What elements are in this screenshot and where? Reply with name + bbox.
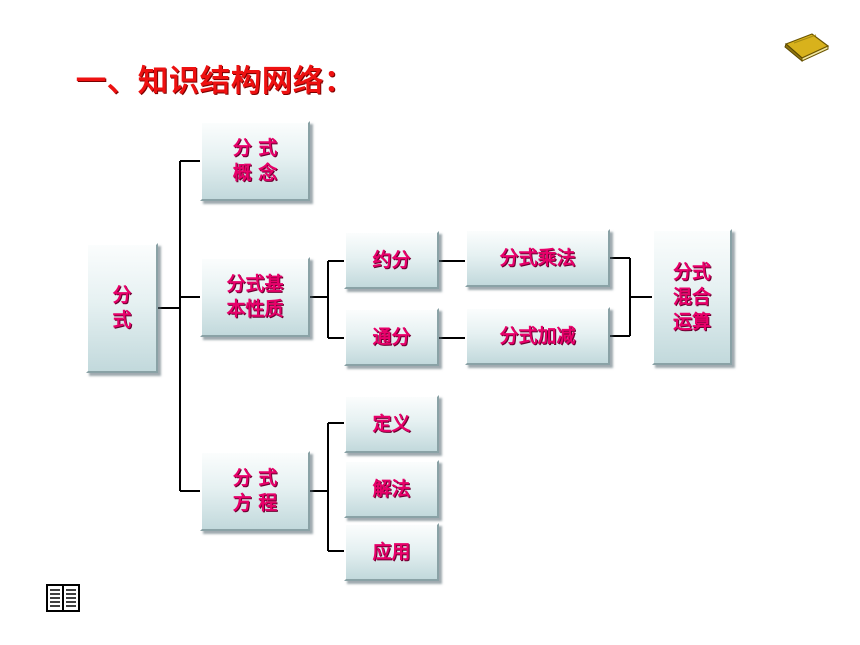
node-application: 应用 — [344, 523, 439, 581]
node-reduce: 约分 — [344, 231, 439, 289]
node-fraction-equation: 分 式 方 程 — [200, 451, 310, 531]
node-fenshi: 分 式 — [86, 243, 158, 373]
node-fraction-multiplication: 分式乘法 — [465, 229, 610, 287]
node-fraction-concept: 分 式 概 念 — [200, 121, 310, 201]
page-title: 一、知识结构网络： — [76, 64, 355, 99]
open-book-icon[interactable] — [46, 584, 80, 612]
node-definition: 定义 — [344, 395, 439, 453]
node-mixed-operations: 分式 混合 运算 — [652, 229, 732, 365]
node-fraction-property: 分式基 本性质 — [200, 257, 310, 337]
node-solution: 解法 — [344, 460, 439, 518]
node-common-denominator: 通分 — [344, 308, 439, 366]
book-icon — [784, 33, 830, 62]
node-fraction-addition: 分式加减 — [465, 307, 610, 365]
